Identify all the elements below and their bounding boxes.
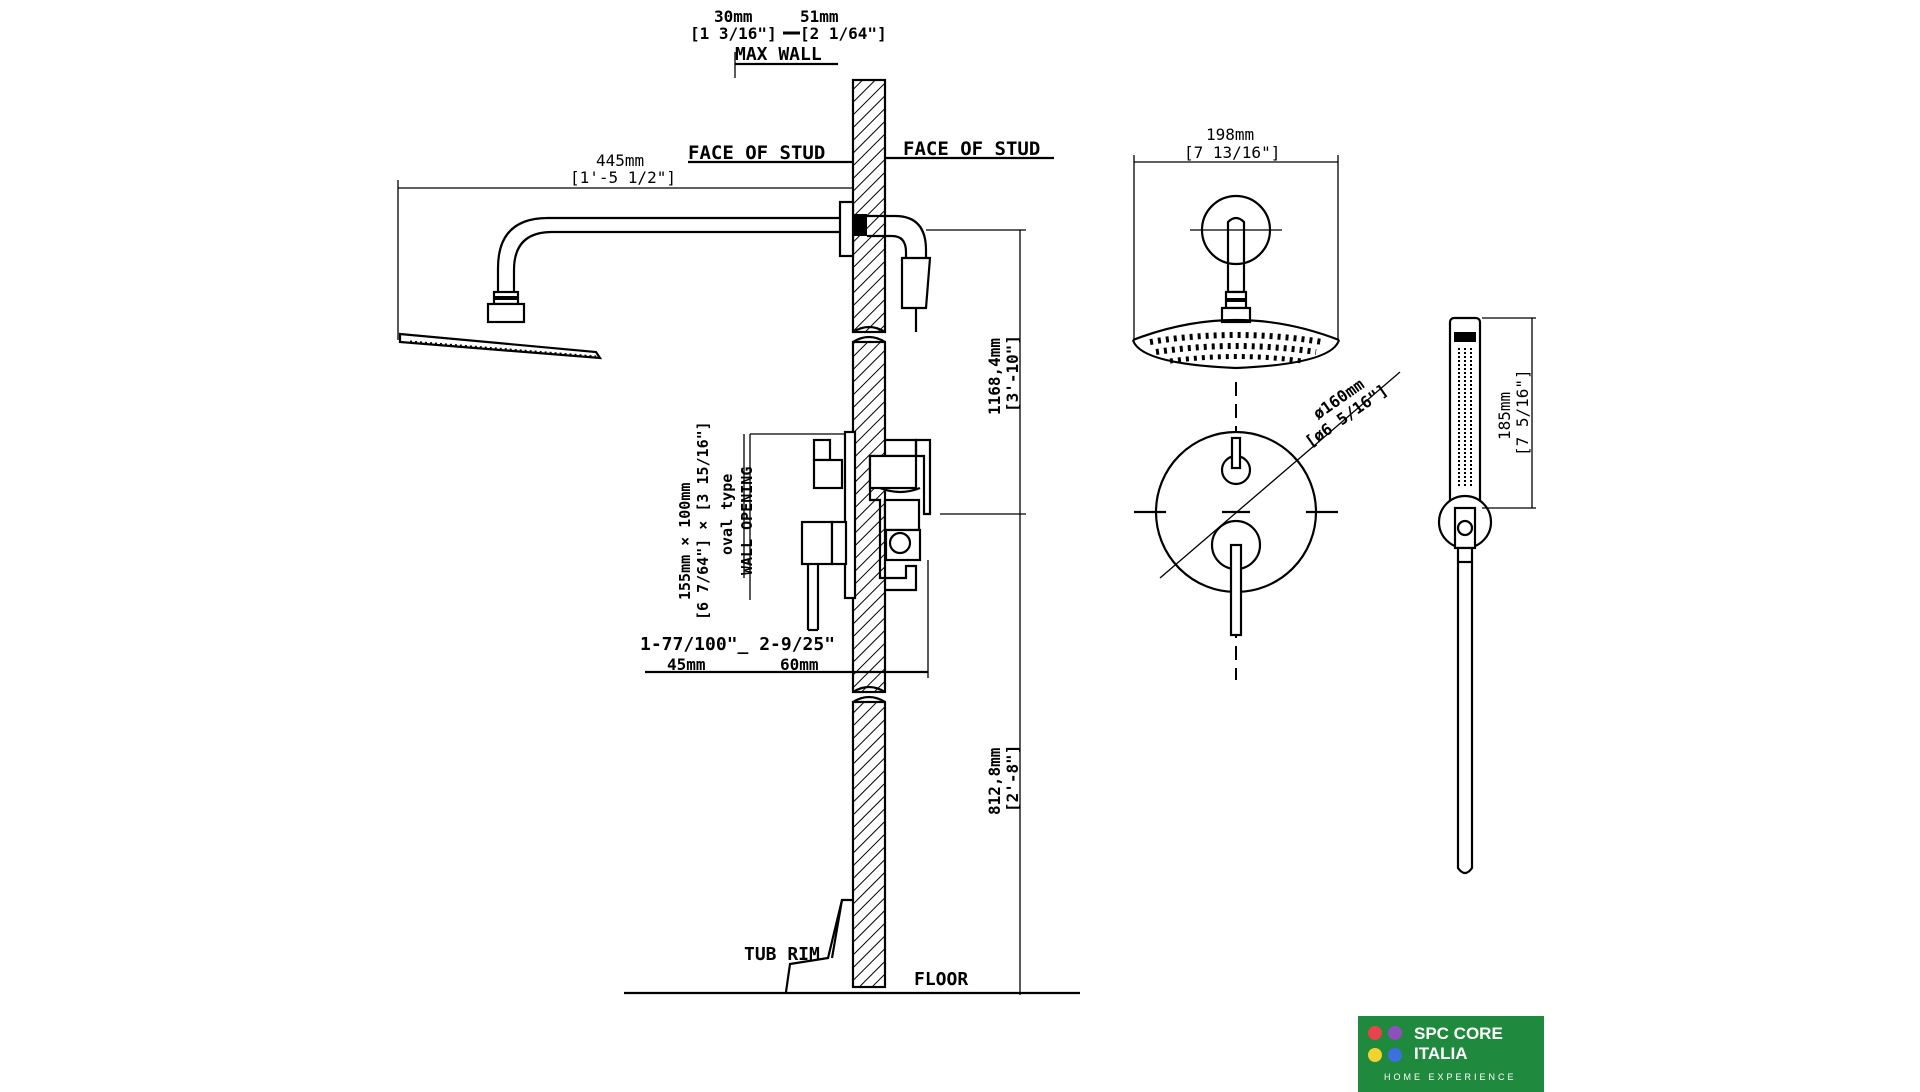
head-height-dimension: 1168,4mm [3'-10"] 812,8mm [2'-8"] <box>926 229 1026 995</box>
head-width-inch-label: [7 13/16"] <box>1184 143 1280 162</box>
hand-shower-length-inch-label: [7 5/16"] <box>1513 369 1532 456</box>
logo-line-1: SPC CORE <box>1414 1024 1503 1043</box>
wall-opening-labels: 155mm × 100mm [6 7/64"] × [3 15/16"] ova… <box>676 421 756 620</box>
depth-60-label: 60mm <box>780 655 819 674</box>
logo-dots <box>1368 1026 1408 1066</box>
front-view: 198mm [7 13/16"] <box>1131 125 1401 680</box>
hand-shower-length-dimension: 185mm [7 5/16"] <box>1482 317 1536 509</box>
depth-dimension: 1-77/100"_ 2-9/25" 45mm 60mm <box>640 560 929 678</box>
head-width-dimension: 198mm [7 13/16"] <box>1133 125 1339 340</box>
opening-label: WALL OPENING <box>738 467 756 575</box>
arm-length-inch-label: [1'-5 1/2"] <box>570 168 676 187</box>
brand-logo: SPC CORE ITALIA HOME EXPERIENCE <box>1358 1016 1544 1092</box>
tub-rim: TUB RIM <box>744 898 853 993</box>
valve-height-inch-label: [2'-8"] <box>1003 745 1022 812</box>
wall-thickness-dimension: 30mm 51mm [1 3/16"] [2 1/64"] MAX WALL <box>690 7 887 78</box>
wall-30-inch-label: [1 3/16"] <box>690 24 777 43</box>
logo-line-2: ITALIA <box>1414 1044 1468 1063</box>
logo-brand-text: SPC CORE ITALIA <box>1414 1024 1503 1064</box>
arm-length-label: 445mm <box>596 151 644 170</box>
floor-label: FLOOR <box>914 969 968 990</box>
depth-45-label: 45mm <box>667 655 706 674</box>
head-width-label: 198mm <box>1206 125 1254 144</box>
hand-shower-length-label: 185mm <box>1495 392 1514 440</box>
depth-inch-label: 1-77/100"_ 2-9/25" <box>640 634 835 655</box>
nozzles <box>1149 332 1323 364</box>
opening-mm-label: 155mm × 100mm <box>676 483 694 600</box>
face-of-stud-right-label: FACE OF STUD <box>903 138 1040 160</box>
wall-51-label: 51mm <box>800 7 839 26</box>
logo-dot-purple <box>1388 1026 1402 1040</box>
wall-51-inch-label: [2 1/64"] <box>800 24 887 43</box>
opening-type-label: oval type <box>718 474 736 555</box>
opening-inch-label: [6 7/64"] × [3 15/16"] <box>694 421 712 620</box>
diverter-lever <box>1230 436 1242 470</box>
arm-length-dimension: 445mm [1'-5 1/2"] <box>397 151 853 340</box>
hand-shower: 185mm [7 5/16"] <box>1437 316 1536 875</box>
head-height-label: 1168,4mm <box>985 338 1004 415</box>
logo-dot-yellow <box>1368 1048 1382 1062</box>
valve-height-label: 812,8mm <box>985 747 1004 815</box>
logo-tagline: HOME EXPERIENCE <box>1384 1072 1517 1082</box>
side-view: 30mm 51mm [1 3/16"] [2 1/64"] MAX WALL F… <box>397 7 1080 995</box>
head-height-inch-label: [3'-10"] <box>1003 335 1022 412</box>
logo-dot-blue <box>1388 1048 1402 1062</box>
face-of-stud-left-label: FACE OF STUD <box>688 142 825 164</box>
tub-rim-label: TUB RIM <box>744 944 820 965</box>
shower-arm-side <box>398 200 932 360</box>
mixer-lever <box>1229 543 1243 637</box>
wall-30-label: 30mm <box>714 7 753 26</box>
valve-body-side <box>749 430 932 632</box>
logo-dot-red <box>1368 1026 1382 1040</box>
max-wall-label: MAX WALL <box>735 44 822 65</box>
